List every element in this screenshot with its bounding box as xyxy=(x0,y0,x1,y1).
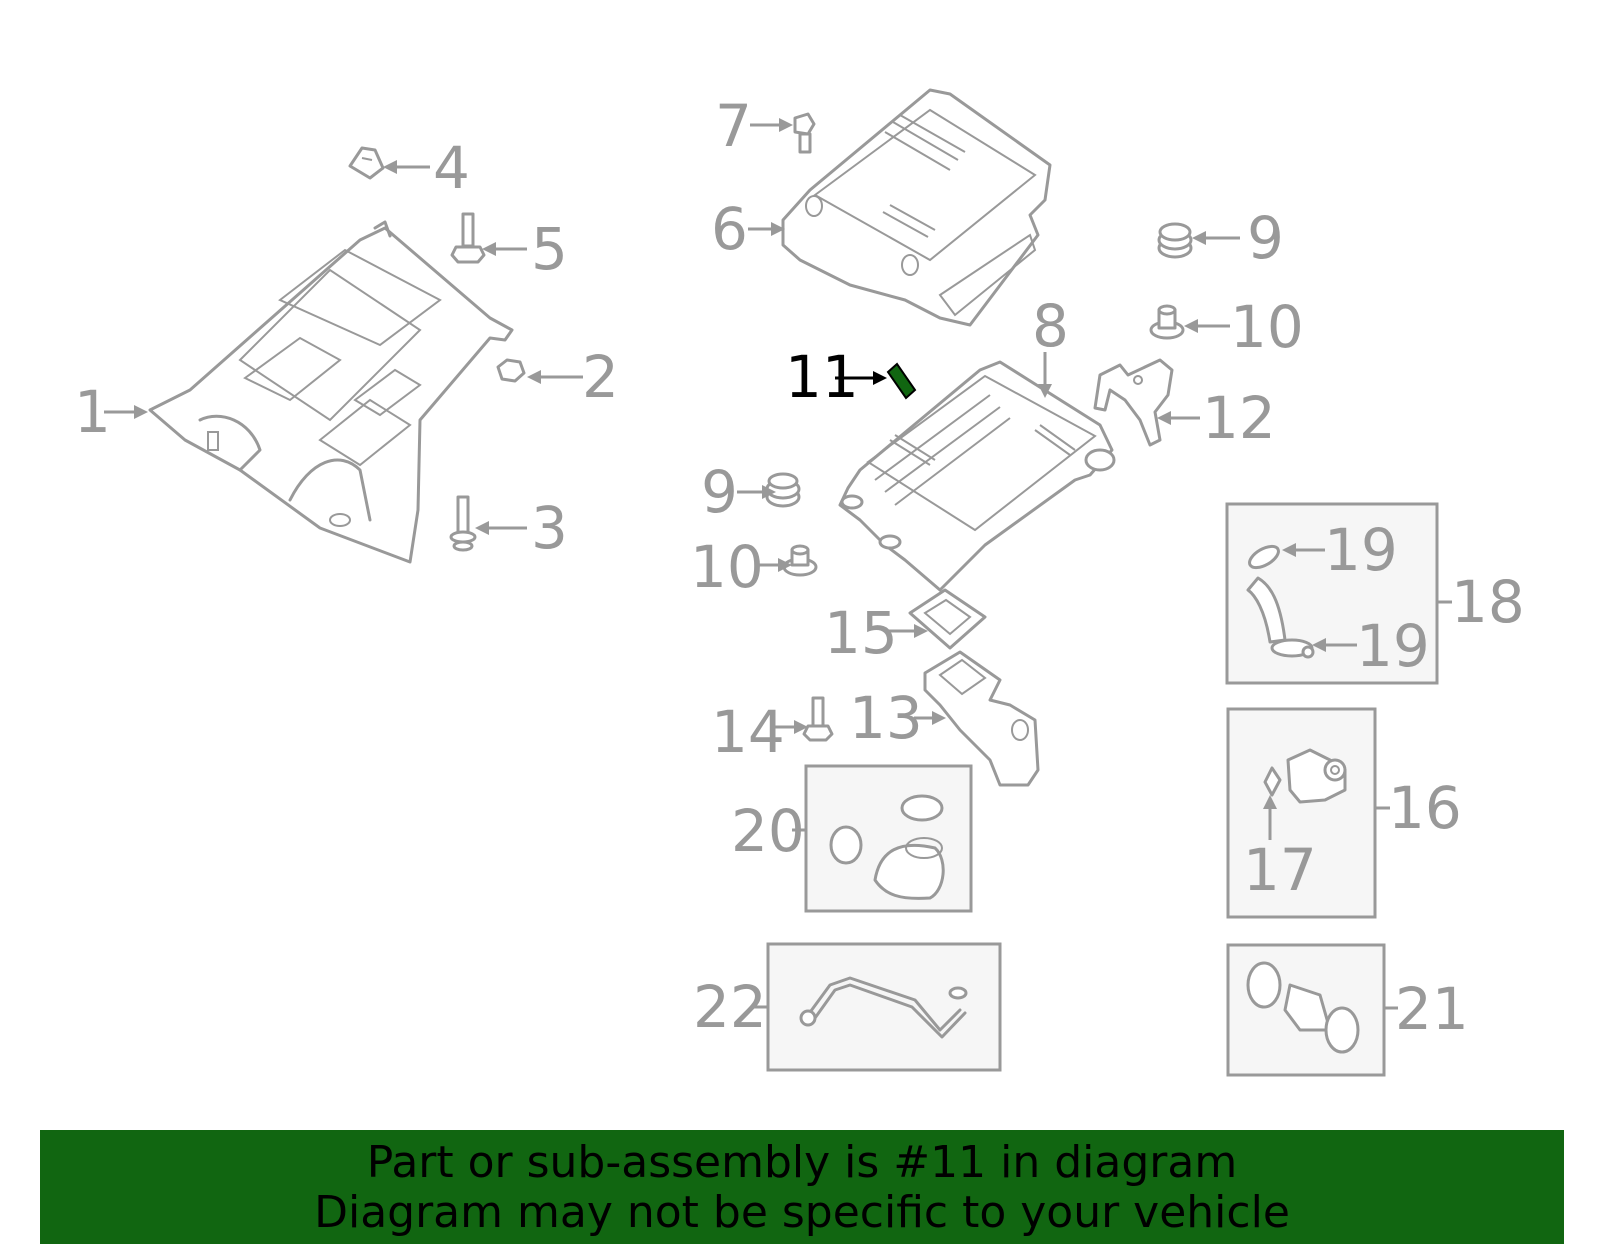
box-22 xyxy=(766,942,1002,1072)
box-21 xyxy=(1226,943,1386,1077)
callout-19-lower: 19 xyxy=(1356,612,1430,680)
callout-15: 15 xyxy=(824,599,898,667)
part-13-duct xyxy=(923,650,1040,787)
callout-2: 2 xyxy=(582,343,619,411)
callout-9-top: 9 xyxy=(1247,204,1284,272)
callout-21: 21 xyxy=(1395,975,1469,1043)
part-11-highlighted xyxy=(886,362,917,400)
part-9-grommet-top xyxy=(1157,222,1193,259)
part-15-gasket xyxy=(908,588,987,650)
callout-10-top: 10 xyxy=(1230,293,1304,361)
banner-line-part: Part or sub-assembly is #11 in diagram xyxy=(366,1137,1238,1188)
info-banner: Part or sub-assembly is #11 in diagram D… xyxy=(40,1130,1564,1244)
callout-1: 1 xyxy=(74,378,111,446)
callout-19-upper: 19 xyxy=(1324,516,1398,584)
part-1-undercover xyxy=(148,220,514,564)
callout-4: 4 xyxy=(433,134,470,202)
callout-11: 11 xyxy=(785,343,859,411)
callout-labels: 1 2 3 4 5 6 7 8 9 10 11 12 9 10 15 13 14… xyxy=(74,92,1525,1043)
callout-12: 12 xyxy=(1202,384,1276,452)
callout-9-left: 9 xyxy=(701,458,738,526)
part-3-bolt xyxy=(449,495,477,552)
part-5-bolt xyxy=(450,212,486,264)
callout-5: 5 xyxy=(531,215,568,283)
callout-13: 13 xyxy=(849,684,923,752)
banner-line-disclaimer: Diagram may not be specific to your vehi… xyxy=(314,1187,1290,1238)
callout-16: 16 xyxy=(1388,774,1462,842)
callout-18: 18 xyxy=(1451,568,1525,636)
callout-22: 22 xyxy=(693,973,767,1041)
box-16 xyxy=(1226,707,1377,919)
callout-20: 20 xyxy=(731,797,805,865)
part-2-nut xyxy=(496,358,526,383)
callout-14: 14 xyxy=(711,698,785,766)
callout-10-left: 10 xyxy=(690,533,764,601)
callout-17: 17 xyxy=(1243,836,1317,904)
box-20 xyxy=(804,764,973,913)
callout-3: 3 xyxy=(531,494,568,562)
box-18 xyxy=(1225,502,1439,685)
callout-6: 6 xyxy=(711,195,748,263)
part-14-bolt xyxy=(802,696,834,742)
part-4-clip xyxy=(348,146,385,180)
part-7-bolt xyxy=(793,112,816,154)
part-8-intercooler xyxy=(838,360,1116,592)
part-10-bushing-top xyxy=(1149,304,1185,340)
callout-7: 7 xyxy=(715,92,752,160)
part-12-bracket xyxy=(1093,358,1174,447)
callout-8: 8 xyxy=(1032,292,1069,360)
part-6-cover xyxy=(781,88,1052,327)
part-10-bushing-left xyxy=(782,544,818,577)
leader-arrows xyxy=(104,118,1452,1010)
